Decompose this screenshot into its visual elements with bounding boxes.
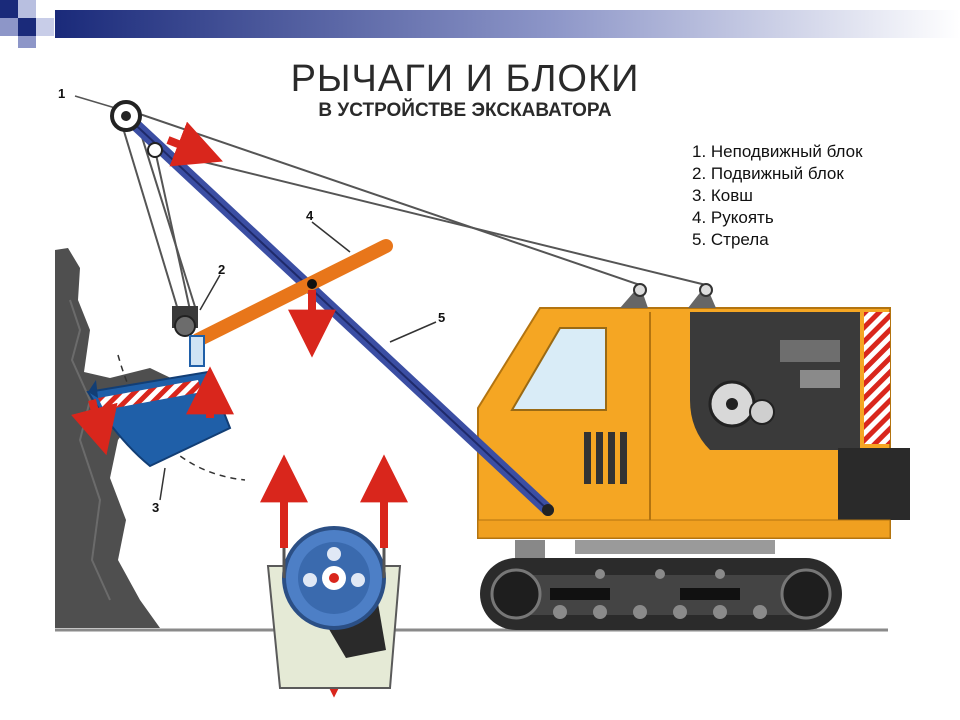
boom-pivot — [542, 504, 554, 516]
leader-2 — [199, 274, 221, 311]
turntable — [575, 540, 775, 554]
legend-item-handle: 4. Рукоять — [692, 208, 774, 227]
callout-boom: 5 — [438, 310, 446, 325]
leader-3 — [159, 467, 166, 501]
excavator-body — [477, 307, 910, 539]
legend-item-bucket: 3. Ковш — [692, 186, 753, 205]
legend-item-boom: 5. Стрела — [692, 230, 769, 249]
leader-4 — [311, 221, 351, 253]
crawler-track — [480, 558, 842, 630]
header-band — [0, 0, 960, 48]
handle — [191, 239, 393, 347]
fixed-pulley — [110, 100, 163, 158]
legend: 1. Неподвижный блок 2. Подвижный блок 3.… — [692, 141, 932, 251]
movable-pulley — [172, 306, 205, 367]
inset-pulley-container — [266, 526, 402, 689]
callout-movable-pulley: 2 — [218, 262, 226, 277]
page-title: РЫЧАГИ И БЛОКИ — [290, 58, 640, 100]
callout-fixed-pulley: 1 — [58, 86, 66, 101]
cable-down-right — [135, 117, 197, 311]
callout-bucket: 3 — [152, 500, 160, 515]
roof-pulleys — [620, 283, 716, 308]
cable-second — [154, 149, 707, 286]
legend-item-fixed-pulley: 1. Неподвижный блок — [692, 142, 863, 161]
leader-5 — [389, 321, 437, 343]
cable-down-left — [119, 117, 179, 311]
callout-handle: 4 — [306, 208, 314, 223]
page-subtitle: В УСТРОЙСТВЕ ЭКСКАВАТОРА — [318, 100, 612, 121]
legend-item-movable-pulley: 2. Подвижный блок — [692, 164, 844, 183]
handle-pivot — [307, 279, 317, 289]
